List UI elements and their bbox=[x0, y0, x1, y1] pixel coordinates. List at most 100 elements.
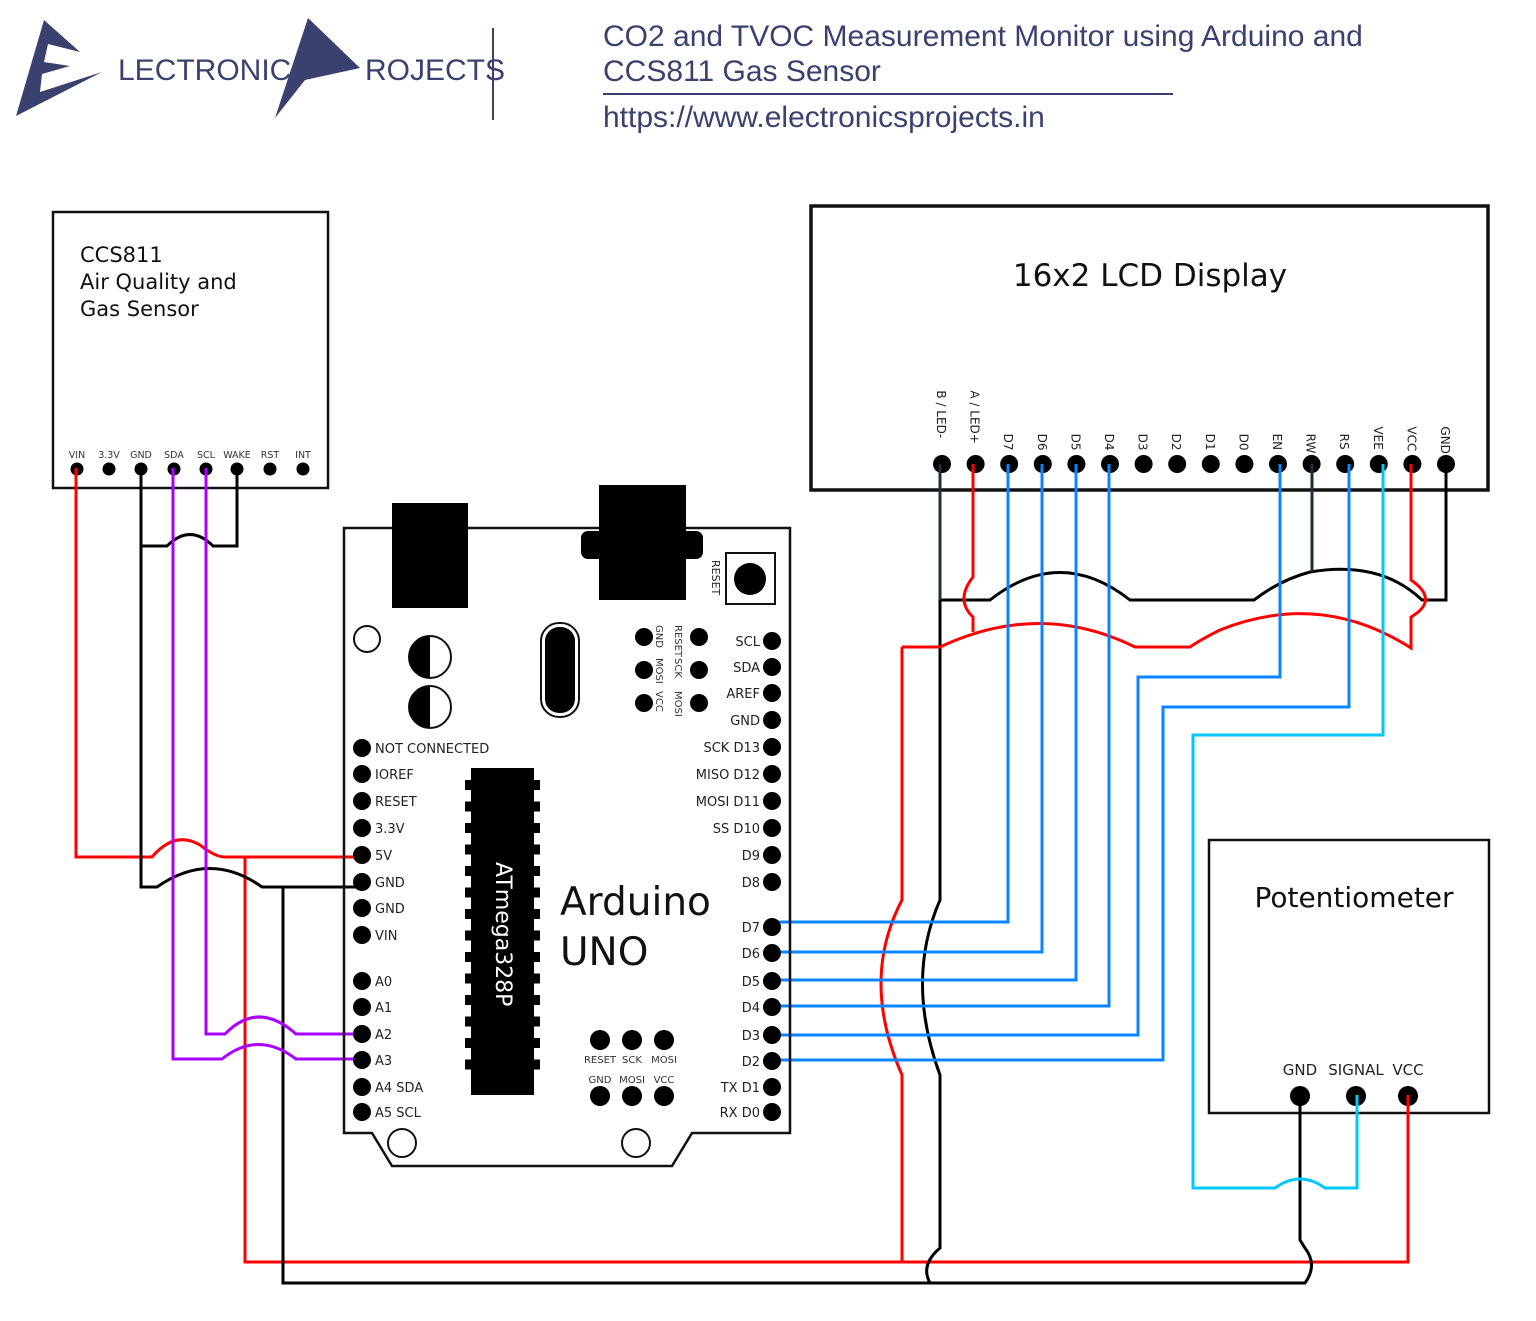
lcd-pin-label: D1 bbox=[1203, 434, 1217, 451]
chip-pin bbox=[532, 952, 540, 962]
arduino-pin-tx-d1[interactable] bbox=[763, 1078, 781, 1096]
arduino-pin-ioref[interactable] bbox=[353, 765, 371, 783]
sensor-pin-3-3v[interactable] bbox=[102, 462, 116, 476]
arduino-pin-label: SCL bbox=[735, 635, 760, 650]
arduino-pin-not-connected[interactable] bbox=[353, 739, 371, 757]
icsp-pin-label: MOSI bbox=[672, 691, 683, 717]
header: LECTRONICS ROJECTS CO2 and TVOC Measurem… bbox=[16, 18, 1363, 134]
arduino-pin-gnd[interactable] bbox=[353, 899, 371, 917]
arduino-pin-gnd[interactable] bbox=[353, 873, 371, 891]
lcd-pin-label: D6 bbox=[1035, 434, 1049, 451]
chip-pin bbox=[532, 930, 540, 941]
icsp-pin[interactable] bbox=[622, 1030, 642, 1050]
sensor-pin-label: GND bbox=[130, 450, 152, 461]
icsp-pin[interactable] bbox=[635, 661, 653, 679]
arduino-pin-miso-d12[interactable] bbox=[763, 765, 781, 783]
arduino-pin-a2[interactable] bbox=[353, 1025, 371, 1043]
arduino-pin-reset[interactable] bbox=[353, 792, 371, 810]
chip-pin bbox=[465, 801, 473, 812]
sensor-pin-label: RST bbox=[261, 450, 280, 461]
arduino-pin-vin[interactable] bbox=[353, 926, 371, 944]
lcd-pin-d3[interactable] bbox=[1134, 455, 1153, 473]
arduino-pin-d4[interactable] bbox=[763, 998, 781, 1016]
lcd-title: 16x2 LCD Display bbox=[1013, 258, 1287, 294]
icsp-pin-label: GND bbox=[589, 1075, 612, 1086]
arduino-pin-rx-d0[interactable] bbox=[763, 1103, 781, 1121]
sensor-pin-rst[interactable] bbox=[263, 462, 277, 476]
chip-pin bbox=[532, 823, 540, 833]
reset-button-label: RESET bbox=[709, 560, 722, 596]
arduino-pin-label: GND bbox=[375, 876, 405, 891]
lcd-pin-d1[interactable] bbox=[1201, 455, 1220, 473]
chip-pin bbox=[465, 952, 473, 962]
wires bbox=[74, 464, 1448, 1285]
lcd-pin-b-led[interactable] bbox=[933, 455, 951, 473]
board-title-line1: Arduino bbox=[560, 880, 711, 925]
icsp-pin[interactable] bbox=[590, 1030, 610, 1050]
arduino-pin-d2[interactable] bbox=[763, 1052, 781, 1070]
icsp-pin[interactable] bbox=[654, 1086, 674, 1106]
arduino-pin-3-3v[interactable] bbox=[353, 819, 371, 837]
chip-pin bbox=[532, 887, 540, 898]
arduino-pin-d9[interactable] bbox=[763, 846, 781, 864]
chip-pin bbox=[465, 866, 473, 876]
reset-button-cap[interactable] bbox=[734, 563, 766, 595]
arduino-pin-label: D8 bbox=[742, 876, 760, 891]
wire-lcd-5v-to-rail bbox=[879, 647, 904, 1262]
lcd-pin-d2[interactable] bbox=[1168, 455, 1187, 473]
arduino-pin-label: A2 bbox=[375, 1028, 392, 1043]
chip-pin bbox=[532, 780, 540, 790]
sensor-pin-label: VIN bbox=[69, 450, 85, 461]
icsp-pin[interactable] bbox=[590, 1086, 610, 1106]
icsp-pin-label: SCK bbox=[622, 1055, 642, 1066]
arduino-pin-a0[interactable] bbox=[353, 972, 371, 990]
icsp-pin[interactable] bbox=[622, 1086, 642, 1106]
arduino-pin-a4-sda[interactable] bbox=[353, 1078, 371, 1096]
arduino-pin-d8[interactable] bbox=[763, 873, 781, 891]
icsp-pin[interactable] bbox=[635, 694, 653, 712]
arduino-pin-sda[interactable] bbox=[763, 658, 781, 676]
lcd-pin-d0[interactable] bbox=[1235, 455, 1254, 473]
icsp-pin-label: VCC bbox=[653, 691, 664, 712]
lcd-pin-rs[interactable] bbox=[1336, 455, 1355, 473]
arduino-pin-d7[interactable] bbox=[763, 918, 781, 936]
arduino-pin-d5[interactable] bbox=[763, 972, 781, 990]
icsp-pin[interactable] bbox=[690, 628, 708, 646]
icsp-pin[interactable] bbox=[690, 661, 708, 679]
arduino-pin-label: RX D0 bbox=[720, 1106, 760, 1121]
lcd-pin-vee[interactable] bbox=[1369, 455, 1388, 473]
arduino-pin-sck-d13[interactable] bbox=[763, 738, 781, 756]
arduino-pin-d3[interactable] bbox=[763, 1026, 781, 1044]
website-url[interactable]: https://www.electronicsprojects.in bbox=[603, 101, 1045, 134]
icsp-pin[interactable] bbox=[654, 1030, 674, 1050]
lcd-pin-a-led[interactable] bbox=[966, 455, 985, 473]
chip-pin bbox=[465, 823, 473, 833]
arduino-pin-a1[interactable] bbox=[353, 998, 371, 1016]
arduino-pin-scl[interactable] bbox=[763, 632, 781, 650]
arduino-pin-a3[interactable] bbox=[353, 1051, 371, 1069]
arduino-pin-5v[interactable] bbox=[353, 846, 371, 864]
arduino-pin-ss-d10[interactable] bbox=[763, 819, 781, 837]
wire-gnd-rail-down bbox=[281, 887, 1313, 1285]
arduino-pin-gnd[interactable] bbox=[763, 711, 781, 729]
arduino-left-header: NOT CONNECTEDIOREFRESET3.3V5VGNDGNDVINA0… bbox=[353, 739, 489, 1121]
lcd-pin-en[interactable] bbox=[1269, 455, 1287, 473]
arduino-pin-d6[interactable] bbox=[763, 944, 781, 962]
chip-pin bbox=[532, 1059, 540, 1070]
icsp-pin[interactable] bbox=[635, 628, 653, 646]
arduino-pin-mosi-d11[interactable] bbox=[763, 792, 781, 810]
logo-word-projects: ROJECTS bbox=[365, 54, 505, 87]
lcd-pin-label: D3 bbox=[1136, 434, 1150, 451]
lcd-pin-label: VCC bbox=[1404, 426, 1418, 451]
arduino-pin-label: A0 bbox=[375, 975, 392, 990]
icsp-pin[interactable] bbox=[690, 694, 708, 712]
chip-pin bbox=[532, 866, 540, 876]
wire-lcd-gnd-bus bbox=[940, 464, 1448, 602]
arduino-pin-aref[interactable] bbox=[763, 684, 781, 702]
lcd-pin-label: D7 bbox=[1001, 434, 1015, 451]
arduino-pin-label: SDA bbox=[733, 661, 760, 676]
sensor-pin-int[interactable] bbox=[296, 462, 310, 476]
arduino-pin-a5-scl[interactable] bbox=[353, 1103, 371, 1121]
